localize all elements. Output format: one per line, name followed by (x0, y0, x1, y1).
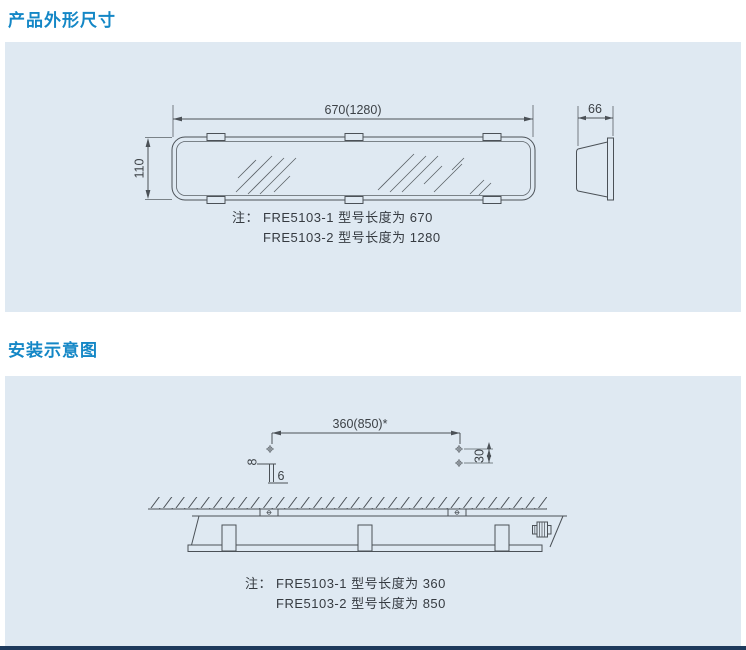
screw-marks (266, 445, 463, 467)
latch-tab (344, 133, 364, 141)
length-dim-label: 670(1280) (325, 103, 382, 117)
note-line-1: 注：FRE5103-1 型号长度为 360 (245, 574, 446, 594)
hole-spacing-label: 30 (473, 449, 487, 463)
screw-icon (455, 459, 463, 467)
clip-width-label: 6 (278, 469, 285, 483)
note-text-2: FRE5103-2 型号长度为 850 (276, 596, 446, 611)
note-text-2: FRE5103-2 型号长度为 1280 (263, 230, 441, 245)
latch-clip (494, 524, 510, 552)
mount-span-label: 360(850)* (333, 417, 388, 431)
latch-clip (357, 524, 373, 552)
latch-tab (482, 196, 502, 204)
lamp-body-ends (190, 515, 564, 548)
dimension-length: 670(1280) (172, 103, 534, 137)
cable-gland (532, 521, 552, 538)
bracket-screw-icon (454, 510, 460, 515)
outline-drawing-panel: 670(1280) 110 (5, 42, 741, 312)
mounting-flange (607, 137, 614, 201)
dimension-depth: 66 (577, 102, 614, 146)
outline-drawing: 670(1280) 110 (133, 102, 614, 204)
clip-detail: 8 6 (246, 458, 288, 484)
latch-tab (482, 133, 502, 141)
install-drawing-panel: 360(850)* 30 8 (5, 376, 741, 646)
latch-clip (221, 524, 237, 552)
install-note: 注：FRE5103-1 型号长度为 360 FRE5103-2 型号长度为 85… (245, 574, 446, 614)
install-drawing: 360(850)* 30 8 (148, 417, 567, 552)
clip-height-label: 8 (246, 458, 260, 465)
glass-hatch-marks (235, 153, 492, 196)
lamp-inner-outline (176, 141, 531, 196)
note-line-1: 注：FRE5103-1 型号长度为 670 (232, 208, 441, 228)
bracket-screw-icon (266, 510, 272, 515)
latch-tab (206, 196, 226, 204)
height-dim-label: 110 (133, 158, 147, 178)
note-prefix: 注： (232, 210, 260, 225)
front-view (171, 133, 536, 204)
depth-dim-label: 66 (588, 102, 602, 116)
lamp-body-profile (576, 141, 608, 198)
mounted-lamp (187, 508, 567, 552)
note-text-1: FRE5103-1 型号长度为 360 (276, 576, 446, 591)
ceiling (148, 497, 547, 510)
side-view (576, 137, 614, 201)
latch-tab (206, 133, 226, 141)
note-prefix: 注： (245, 576, 273, 591)
latch-tab (344, 196, 364, 204)
dimension-height: 110 (133, 137, 172, 200)
dimension-mount-span: 360(850)* (271, 417, 461, 444)
note-text-1: FRE5103-1 型号长度为 670 (263, 210, 433, 225)
section-title-install: 安装示意图 (8, 341, 98, 360)
ceiling-hatch (148, 497, 547, 509)
outline-note: 注：FRE5103-1 型号长度为 670 FRE5103-2 型号长度为 12… (232, 208, 441, 248)
dimension-hole-spacing: 30 (464, 442, 493, 464)
lamp-outer-outline (171, 136, 536, 201)
section-title-outline: 产品外形尺寸 (8, 11, 116, 30)
screw-icon (266, 445, 274, 453)
footer-bar (0, 646, 746, 650)
screw-icon (455, 445, 463, 453)
